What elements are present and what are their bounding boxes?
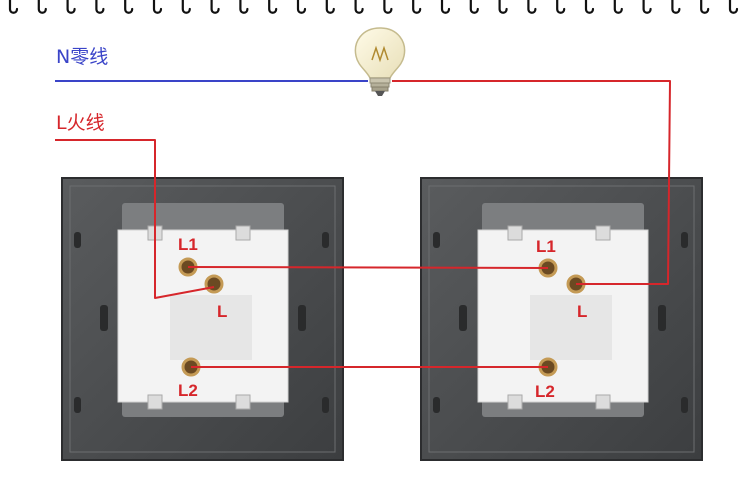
clip	[507, 225, 523, 241]
clip	[235, 394, 251, 410]
clip	[235, 225, 251, 241]
terminal-label-l1: L1	[536, 237, 556, 256]
terminal-label-l: L	[577, 302, 587, 321]
notebook-ring-icon	[527, 0, 537, 14]
live-wire-label: L火线	[56, 112, 105, 134]
plate-slot	[433, 232, 440, 248]
notebook-ring-icon	[498, 0, 508, 14]
module-center	[530, 295, 612, 360]
notebook-ring-icon	[671, 0, 681, 14]
notebook-ring-icon	[556, 0, 566, 14]
notebook-ring-icon	[210, 0, 220, 14]
terminal-label-l2: L2	[178, 381, 198, 400]
plate-slot	[322, 397, 329, 413]
notebook-ring-icon	[8, 0, 19, 14]
notebook-ring-icon	[412, 0, 422, 14]
terminal-screw-l	[204, 274, 224, 294]
plate-slot	[681, 397, 688, 413]
clip	[595, 394, 611, 410]
plate-slot	[658, 305, 666, 331]
notebook-ring-icon	[66, 0, 76, 14]
neutral-wire-label: N零线	[56, 46, 108, 68]
notebook-ring-icon	[37, 0, 47, 14]
plate-slot	[459, 305, 467, 331]
notebook-ring-icon	[383, 0, 393, 14]
live-wires	[55, 80, 671, 368]
clip	[595, 225, 611, 241]
module-center	[170, 295, 252, 360]
notebook-ring-icon	[124, 0, 134, 14]
plate-slot	[433, 397, 440, 413]
terminal-label-l1: L1	[178, 235, 198, 254]
notebook-ring-icon	[642, 0, 652, 14]
notebook-ring-icon	[296, 0, 307, 14]
clip	[507, 394, 523, 410]
switch-panel-1: L1 L L2	[61, 177, 344, 461]
notebook-ring-icon	[95, 0, 105, 14]
notebook-ring-icon	[8, 0, 739, 14]
plate-slot	[100, 305, 108, 331]
notebook-ring-icon	[613, 0, 623, 14]
notebook-ring-icon	[152, 0, 163, 14]
plate-slot	[74, 232, 81, 248]
live-wire-to-switch-1	[55, 139, 215, 299]
plate-slot	[74, 397, 81, 413]
terminal-label-l2: L2	[535, 382, 555, 401]
notebook-ring-icon	[440, 0, 451, 14]
plate-bevel	[428, 185, 695, 453]
light-bulb-icon	[354, 27, 406, 96]
plate-slot	[322, 232, 329, 248]
notebook-ring-icon	[181, 0, 191, 14]
notebook-ring-icon	[700, 0, 710, 14]
lamp-wire-to-switch-2	[392, 80, 671, 285]
notebook-ring-icon	[325, 0, 335, 14]
switch-panel-2: L1 L L2	[420, 177, 703, 461]
traveler-wire-l1	[187, 266, 549, 269]
notebook-ring-icon	[354, 0, 364, 14]
terminal-label-l: L	[217, 302, 227, 321]
notebook-ring-icon	[469, 0, 479, 14]
plate-slot	[298, 305, 306, 331]
notebook-ring-icon	[728, 0, 739, 14]
notebook-ring-icon	[268, 0, 278, 14]
plate-slot	[681, 232, 688, 248]
notebook-ring-icon	[584, 0, 595, 14]
notebook-ring-icon	[239, 0, 249, 14]
clip	[147, 394, 163, 410]
plate-bevel	[69, 185, 336, 453]
